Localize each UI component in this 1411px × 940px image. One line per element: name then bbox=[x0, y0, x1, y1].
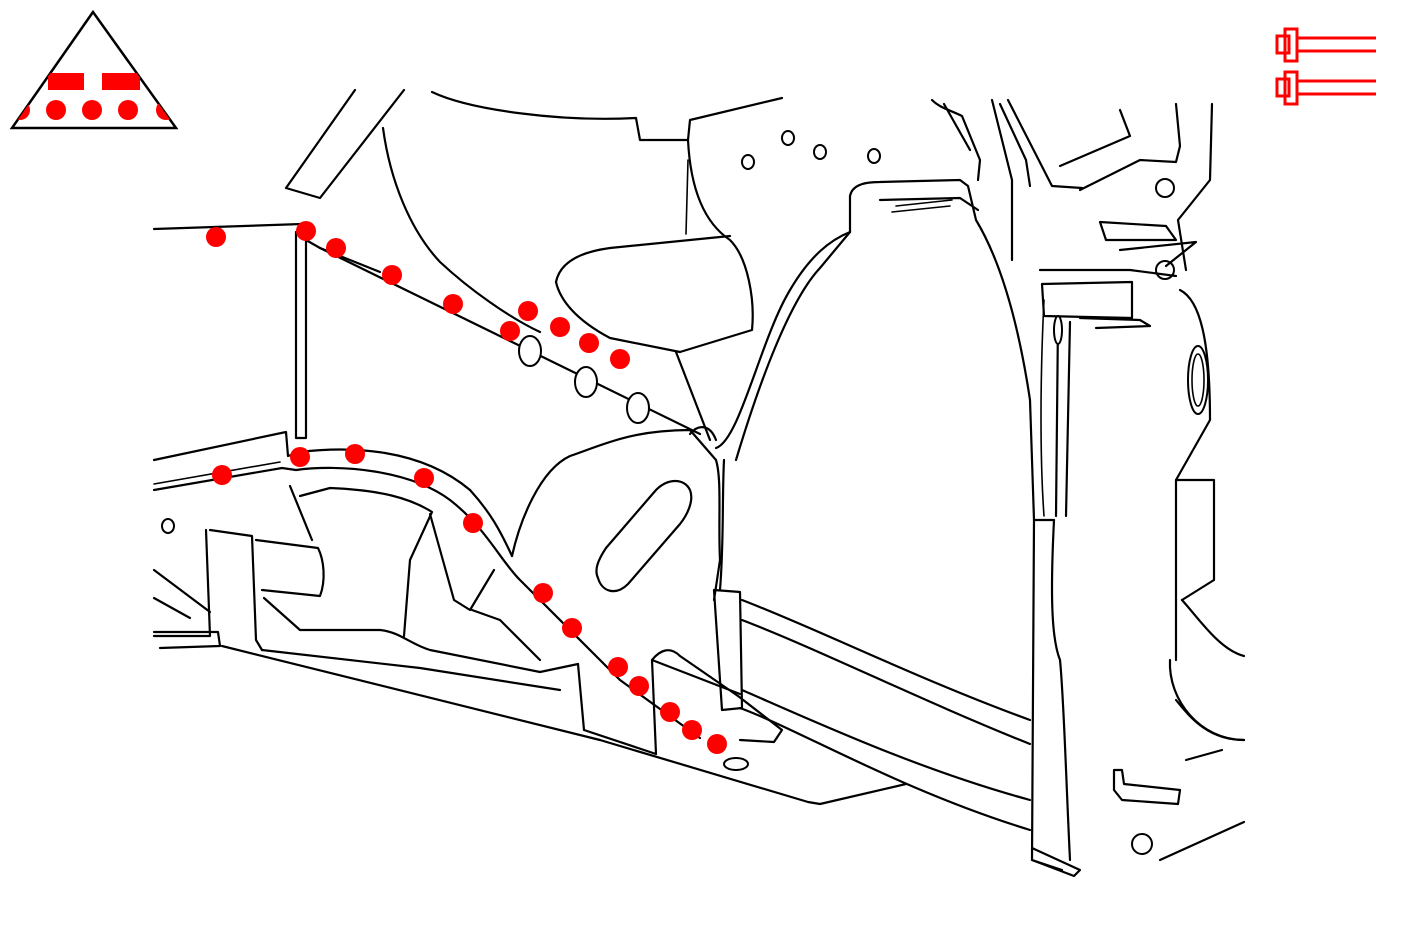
spot-weld bbox=[629, 676, 649, 696]
spot-weld bbox=[533, 583, 553, 603]
spot-weld bbox=[326, 238, 346, 258]
spot-weld bbox=[660, 702, 680, 722]
spot-weld bbox=[682, 720, 702, 740]
spot-weld bbox=[500, 321, 520, 341]
bolt-pair-icon bbox=[1275, 27, 1376, 106]
spot-weld bbox=[610, 349, 630, 369]
spot-weld bbox=[608, 657, 628, 677]
spot-weld bbox=[212, 465, 232, 485]
spot-weld bbox=[518, 301, 538, 321]
spot-weld bbox=[579, 333, 599, 353]
triangle-spot-weld-icon bbox=[9, 9, 179, 130]
spot-weld bbox=[290, 447, 310, 467]
spot-weld bbox=[443, 294, 463, 314]
spot-weld bbox=[707, 734, 727, 754]
spot-weld bbox=[562, 618, 582, 638]
spot-weld bbox=[550, 317, 570, 337]
spot-weld bbox=[414, 468, 434, 488]
spot-weld bbox=[382, 265, 402, 285]
vehicle-structure-linework bbox=[152, 88, 1246, 878]
spot-weld bbox=[296, 221, 316, 241]
spot-weld bbox=[345, 444, 365, 464]
spot-weld-markers bbox=[206, 221, 727, 754]
spot-weld bbox=[206, 227, 226, 247]
spot-weld bbox=[463, 513, 483, 533]
